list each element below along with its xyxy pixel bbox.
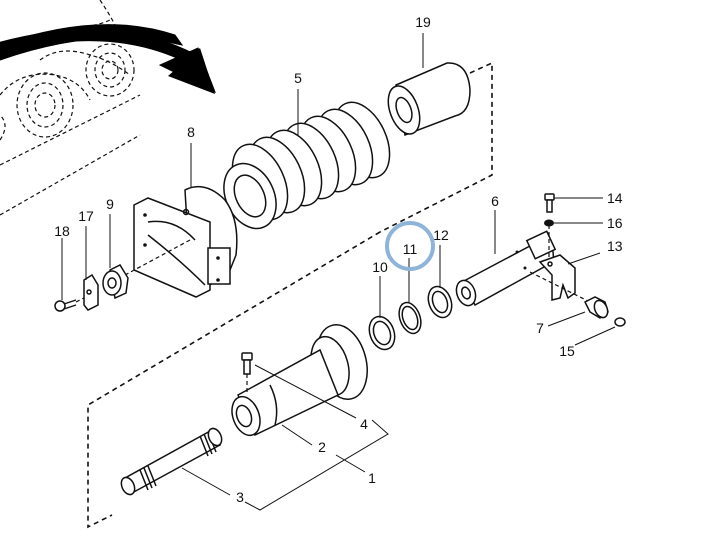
label-1[interactable]: 1 [368, 470, 376, 486]
part-18-bolt [54, 297, 85, 312]
part-3-threaded-rod [120, 427, 223, 496]
part-labels: 19 5 8 9 17 18 10 11 12 6 14 16 13 7 15 … [54, 14, 623, 505]
label-4[interactable]: 4 [360, 416, 368, 432]
part-11-o-ring [398, 301, 422, 335]
part-10-seal [368, 315, 396, 351]
label-3[interactable]: 3 [236, 489, 244, 505]
label-16[interactable]: 16 [607, 215, 623, 231]
part-6-cylinder [455, 230, 557, 307]
arrow-body [0, 29, 193, 64]
label-5[interactable]: 5 [294, 70, 302, 86]
label-10[interactable]: 10 [372, 259, 388, 275]
part-14-bolt [544, 193, 555, 213]
assembly-axis [124, 239, 191, 276]
part-9-nut [102, 264, 129, 300]
part-2-hub [231, 324, 368, 437]
part-4-bolt [241, 352, 253, 395]
part-17-lock-plate [83, 273, 99, 311]
part-5-spring [223, 101, 391, 230]
part-12-seal [427, 285, 453, 319]
highlight-circle [385, 221, 435, 271]
label-19[interactable]: 19 [415, 14, 431, 30]
label-6[interactable]: 6 [491, 193, 499, 209]
label-13[interactable]: 13 [607, 238, 623, 254]
part-8-yoke [133, 185, 238, 298]
label-14[interactable]: 14 [607, 190, 623, 206]
part-7-fitting [583, 296, 609, 319]
assembly-dashed-boundary [87, 61, 493, 529]
part-13-bracket [538, 254, 576, 301]
part-15-cap [614, 317, 626, 327]
label-12[interactable]: 12 [433, 227, 449, 243]
part-16-washer [544, 219, 554, 227]
label-2[interactable]: 2 [318, 439, 326, 455]
label-15[interactable]: 15 [559, 343, 575, 359]
part-19-bushing [387, 62, 471, 137]
leader-lines [61, 33, 616, 511]
arrow-head-icon [168, 48, 215, 94]
label-8[interactable]: 8 [187, 124, 195, 140]
ghost-assembly-outline [0, 0, 141, 216]
label-11[interactable]: 11 [403, 241, 418, 257]
label-17[interactable]: 17 [78, 208, 94, 224]
label-7[interactable]: 7 [536, 320, 544, 336]
label-9[interactable]: 9 [106, 196, 114, 212]
label-18[interactable]: 18 [54, 223, 70, 239]
